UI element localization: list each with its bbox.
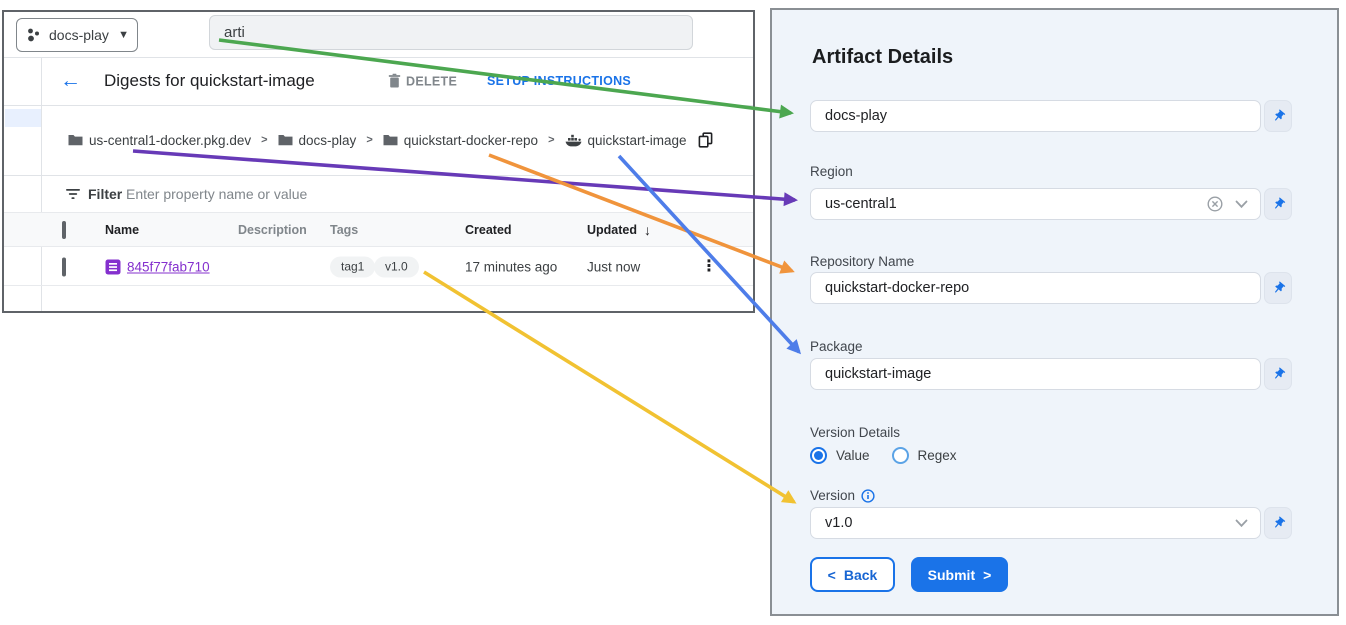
radio-regex-label: Regex — [917, 448, 957, 463]
submit-button[interactable]: Submit > — [911, 557, 1008, 592]
updated-cell: Just now — [587, 259, 641, 274]
package-label: Package — [810, 339, 863, 354]
radio-unselected-icon — [891, 447, 909, 464]
repository-label: Repository Name — [810, 254, 915, 269]
chevron-down-icon[interactable] — [1235, 200, 1248, 209]
radio-selected-icon — [810, 447, 827, 464]
project-input[interactable] — [825, 108, 1248, 124]
page-header-row: ← Digests for quickstart-image DELETE SE… — [4, 57, 753, 105]
sort-desc-icon: ↓ — [644, 221, 651, 238]
more-vert-icon[interactable]: ⋮ — [701, 257, 717, 275]
left-rail-divider — [41, 57, 42, 311]
select-all-checkbox[interactable] — [62, 220, 66, 239]
filter-label: Filter — [88, 185, 123, 202]
console-panel: docs-play ▼ ← Digests for quickstart-ima… — [2, 10, 755, 313]
caret-down-icon: ▼ — [118, 28, 129, 41]
breadcrumb-separator-icon: > — [548, 134, 555, 146]
breadcrumb: us-central1-docker.pkg.dev > docs-play >… — [68, 132, 713, 148]
filter-field[interactable] — [126, 185, 733, 202]
row-checkbox[interactable] — [62, 257, 66, 276]
breadcrumb-item-project[interactable]: docs-play — [278, 133, 356, 148]
tag-badge: tag1 — [330, 256, 376, 277]
chevron-right-icon: > — [983, 566, 992, 583]
page-title: Digests for quickstart-image — [104, 71, 315, 90]
pin-button[interactable] — [1264, 272, 1292, 304]
wizard-buttons: < Back Submit > — [810, 557, 1008, 592]
project-selector-dropdown[interactable]: docs-play ▼ — [16, 18, 138, 52]
pin-icon — [1274, 109, 1285, 121]
column-header-created: Created — [465, 222, 512, 237]
copy-icon — [698, 132, 712, 148]
info-icon[interactable] — [861, 488, 875, 503]
region-input[interactable] — [825, 196, 1199, 212]
filter-row: Filter — [4, 175, 753, 212]
package-field — [810, 358, 1292, 390]
project-selector-label: docs-play — [49, 27, 109, 43]
folder-icon — [278, 135, 293, 146]
breadcrumb-separator-icon: > — [261, 134, 268, 146]
column-header-tags: Tags — [330, 222, 359, 237]
pin-icon — [1274, 367, 1285, 379]
folder-icon — [68, 135, 83, 146]
radio-regex[interactable]: Regex — [891, 447, 957, 464]
setup-instructions-button[interactable]: SETUP INSTRUCTIONS — [487, 74, 632, 88]
version-label: Version — [810, 488, 856, 503]
delete-button[interactable]: DELETE — [388, 73, 458, 89]
back-arrow-icon[interactable]: ← — [60, 69, 81, 92]
repository-input[interactable] — [825, 280, 1248, 296]
artifact-details-panel: Artifact Details Region — [770, 8, 1339, 616]
project-field — [810, 100, 1292, 132]
chevron-left-icon: < — [827, 566, 836, 583]
pin-icon — [1274, 281, 1285, 293]
digest-link[interactable]: 845f77fab710 — [127, 259, 210, 274]
pin-button[interactable] — [1264, 188, 1292, 220]
digest-icon — [105, 259, 121, 275]
folder-icon — [383, 135, 398, 146]
repository-field — [810, 272, 1292, 304]
pin-button[interactable] — [1264, 100, 1292, 132]
table-row: 845f77fab710 tag1 v1.0 17 minutes ago Ju… — [4, 248, 753, 286]
trash-icon — [388, 73, 401, 88]
project-icon — [28, 28, 39, 42]
breadcrumb-separator-icon: > — [366, 134, 373, 146]
back-button[interactable]: < Back — [810, 557, 895, 592]
pin-icon — [1274, 197, 1285, 209]
search-input[interactable] — [210, 24, 692, 41]
version-details-label: Version Details — [810, 425, 901, 440]
delete-label: DELETE — [406, 74, 458, 88]
pin-icon — [1274, 516, 1285, 528]
package-input[interactable] — [825, 366, 1248, 382]
filter-icon — [66, 188, 81, 199]
version-label-row: Version — [810, 488, 875, 503]
version-tag-badge: v1.0 — [374, 256, 419, 277]
version-input[interactable] — [825, 515, 1227, 531]
clear-icon[interactable] — [1207, 196, 1223, 212]
docker-whale-icon — [565, 134, 581, 146]
form-title: Artifact Details — [812, 46, 954, 68]
breadcrumb-item-repository[interactable]: quickstart-docker-repo — [383, 133, 538, 148]
region-field — [810, 188, 1292, 220]
pin-button[interactable] — [1264, 358, 1292, 390]
breadcrumb-row: us-central1-docker.pkg.dev > docs-play >… — [4, 105, 753, 175]
table-header-row: Name Description Tags Created Updated ↓ — [4, 212, 753, 247]
column-header-name: Name — [105, 222, 140, 237]
pin-button[interactable] — [1264, 507, 1292, 539]
radio-value[interactable]: Value — [810, 447, 870, 464]
radio-value-label: Value — [836, 448, 870, 463]
chevron-down-icon[interactable] — [1235, 519, 1248, 528]
breadcrumb-item-registry[interactable]: us-central1-docker.pkg.dev — [68, 133, 251, 148]
search-box[interactable] — [209, 15, 693, 50]
created-cell: 17 minutes ago — [465, 259, 558, 274]
filter-input[interactable] — [126, 185, 733, 202]
breadcrumb-item-package[interactable]: quickstart-image — [565, 133, 687, 148]
column-header-description: Description — [238, 222, 307, 237]
region-label: Region — [810, 164, 853, 179]
version-details-radio-group: Value Regex — [810, 447, 957, 464]
version-field — [810, 507, 1292, 539]
nav-selected-highlight — [5, 109, 41, 127]
column-header-updated[interactable]: Updated ↓ — [587, 221, 651, 238]
copy-button[interactable] — [698, 132, 713, 148]
